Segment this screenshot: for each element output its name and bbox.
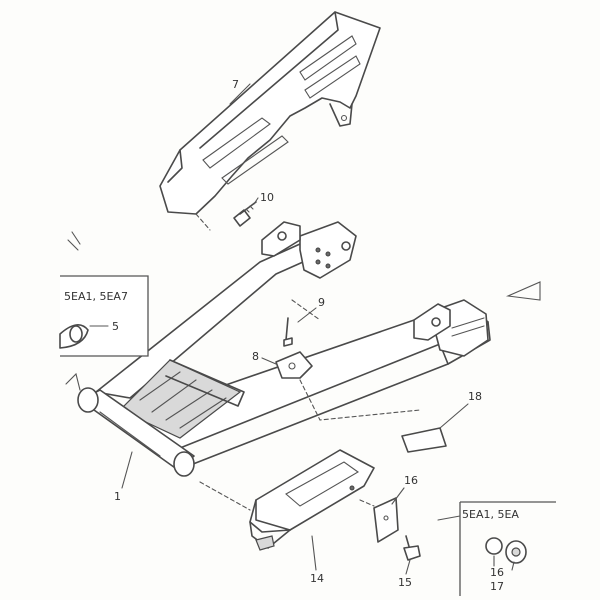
leader-7 (229, 83, 251, 105)
leader-18 (439, 403, 469, 429)
bolt-part-10 (233, 201, 257, 227)
variant-label-left: 5EA1, 5EA7 (64, 290, 128, 303)
cropped-part-right (505, 281, 541, 301)
leader-8 (261, 357, 277, 365)
callout-1: 1 (114, 490, 121, 503)
callout-15: 15 (398, 576, 412, 589)
screw-part-15 (403, 535, 421, 561)
assembly-line (291, 299, 321, 321)
label-part-18 (401, 427, 447, 453)
leader-14 (311, 535, 317, 571)
swingarm-part-1 (77, 221, 491, 477)
assembly-line (195, 213, 211, 231)
leader-10 (253, 197, 259, 205)
variant-box-left (59, 275, 149, 357)
callout-14: 14 (310, 572, 324, 585)
leader-1 (121, 451, 133, 489)
callout-9: 9 (318, 296, 325, 309)
plate-part-16 (373, 497, 399, 543)
assembly-line (299, 379, 421, 421)
callout-5: 5 (112, 320, 119, 333)
chain-cover-part-7 (159, 11, 381, 215)
callout-10: 10 (260, 191, 274, 204)
cropped-part-left (65, 372, 81, 391)
callout-17: 17 (490, 580, 504, 593)
callout-16b: 16 (490, 566, 504, 579)
callout-8: 8 (252, 350, 259, 363)
leader-16 (391, 487, 405, 505)
leader-17 (511, 561, 515, 571)
variant-box-right (437, 501, 556, 596)
pin-part-9 (283, 317, 293, 347)
assembly-line (359, 499, 375, 507)
clamp-part-8 (275, 351, 313, 379)
callout-16: 16 (404, 474, 418, 487)
callout-7: 7 (232, 78, 239, 91)
cropped-part-left (67, 231, 81, 251)
assembly-line (199, 481, 251, 511)
leader-9 (297, 307, 317, 323)
chain-slider-part-14 (249, 449, 375, 551)
leader-15 (405, 559, 411, 575)
variant-label-right: 5EA1, 5EA (462, 508, 519, 521)
callout-18: 18 (468, 390, 482, 403)
